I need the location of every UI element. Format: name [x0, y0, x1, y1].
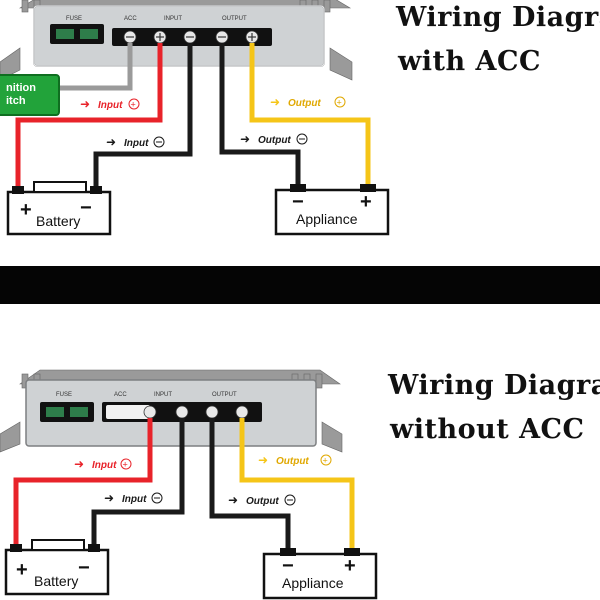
top-appliance: − + Appliance [274, 184, 390, 236]
svg-text:+: + [344, 555, 356, 577]
bottom-title-line1: Wiring Diagra [388, 370, 600, 401]
bottom-terminal-output-pos [235, 405, 249, 419]
bottom-output-pos-wire [239, 418, 355, 550]
section-divider [0, 266, 600, 304]
bottom-output-neg-wire [209, 418, 291, 550]
svg-text:−: − [282, 555, 294, 577]
bottom-diagram: FUSE ACC INPUT OUTPUT ➜ Input + ➜ Input … [0, 369, 378, 600]
bottom-input-pos-tag: ➜ Input + [74, 457, 132, 471]
bottom-acc-label: ACC [114, 392, 127, 398]
top-acc-wire [40, 43, 133, 91]
top-title-line2: with ACC [398, 46, 541, 77]
svg-text:➜: ➜ [104, 491, 114, 505]
svg-text:➜: ➜ [228, 493, 238, 507]
svg-text:+: + [20, 199, 32, 221]
bottom-terminal-input-neg [175, 405, 189, 419]
bottom-terminal-input-pos [143, 405, 157, 419]
svg-text:+: + [16, 559, 28, 581]
bottom-terminal-output-neg [205, 405, 219, 419]
top-fuse-label: FUSE [66, 16, 82, 22]
svg-text:+: + [131, 100, 136, 110]
svg-text:➜: ➜ [258, 453, 268, 467]
bottom-input-label: INPUT [154, 392, 172, 398]
svg-text:+: + [123, 460, 128, 470]
svg-text:Appliance: Appliance [296, 211, 358, 227]
svg-text:Battery: Battery [34, 573, 78, 589]
top-output-neg-wire [219, 43, 301, 186]
top-output-pos-wire [249, 43, 371, 186]
top-acc-label: ACC [124, 16, 137, 22]
svg-text:➜: ➜ [240, 132, 250, 146]
bottom-title-line2: without ACC [390, 414, 585, 445]
ignition-label-1: nition [6, 82, 36, 94]
top-input-neg-tag: ➜ Input [106, 135, 165, 149]
svg-text:−: − [78, 557, 90, 579]
ignition-switch: nition itch [0, 74, 60, 116]
svg-text:+: + [323, 456, 328, 466]
top-input-neg-wire [93, 43, 193, 188]
bottom-battery: + − Battery [4, 539, 110, 596]
bottom-output-pos-tag: ➜ Output + [258, 453, 332, 467]
svg-text:+: + [360, 191, 372, 213]
svg-text:−: − [80, 197, 92, 219]
svg-text:−: − [292, 191, 304, 213]
svg-text:Input: Input [98, 100, 123, 111]
svg-text:Appliance: Appliance [282, 575, 344, 591]
bottom-input-neg-tag: ➜ Input [104, 491, 163, 505]
svg-text:Battery: Battery [36, 213, 80, 229]
bottom-appliance: − + Appliance [262, 548, 378, 600]
svg-text:➜: ➜ [270, 95, 280, 109]
bottom-input-neg-wire [91, 418, 185, 544]
svg-text:Output: Output [258, 135, 291, 146]
svg-text:Input: Input [122, 494, 147, 505]
svg-text:Output: Output [276, 456, 309, 467]
svg-text:Input: Input [124, 138, 149, 149]
bottom-output-neg-tag: ➜ Output [228, 493, 296, 507]
ignition-label-2: itch [6, 95, 26, 107]
top-input-label: INPUT [164, 16, 182, 22]
svg-text:+: + [337, 98, 342, 108]
top-battery: + − Battery [6, 181, 112, 236]
svg-text:➜: ➜ [106, 135, 116, 149]
top-output-label: OUTPUT [222, 16, 247, 22]
svg-text:➜: ➜ [74, 457, 84, 471]
bottom-fuse-label: FUSE [56, 392, 72, 398]
top-diagram: FUSE ACC INPUT OUTPUT ➜ Input + ➜ Input … [0, 0, 390, 236]
bottom-output-label: OUTPUT [212, 392, 237, 398]
svg-text:Output: Output [246, 496, 279, 507]
top-input-pos-tag: ➜ Input + [80, 97, 140, 111]
top-output-neg-tag: ➜ Output [240, 132, 308, 146]
svg-text:➜: ➜ [80, 97, 90, 111]
top-input-pos-wire [15, 43, 163, 188]
bottom-input-pos-wire [13, 418, 153, 544]
svg-text:Input: Input [92, 460, 117, 471]
top-output-pos-tag: ➜ Output + [270, 95, 346, 109]
svg-text:Output: Output [288, 98, 321, 109]
top-title-line1: Wiring Diagra [396, 2, 600, 33]
